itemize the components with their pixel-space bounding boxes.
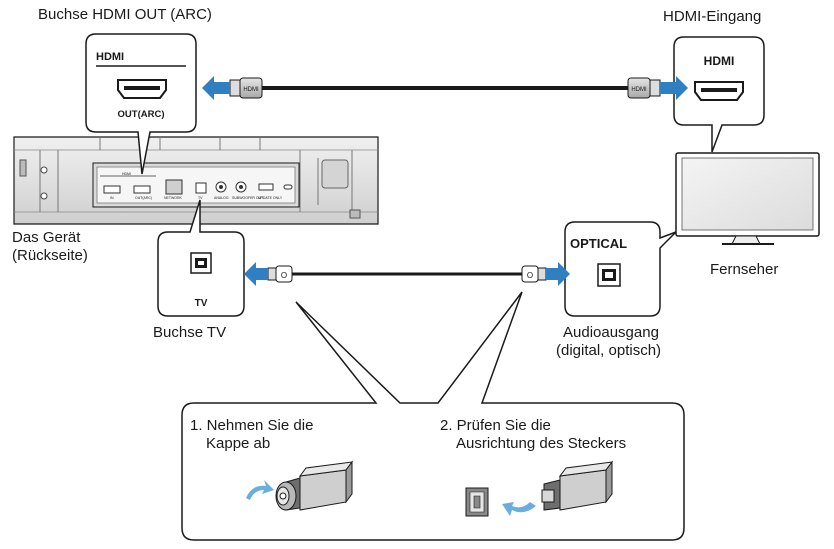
hdmi-plug-left-label: HDMI: [243, 87, 259, 93]
hdmi-out-callout: HDMI OUT(ARC): [85, 33, 197, 175]
optical-plug-left-label: O: [281, 271, 287, 280]
arrow-to-tv-jack: [244, 262, 268, 286]
tv-jack-caption: TV: [195, 298, 208, 309]
panel-label-out-arc: OUT(ARC): [135, 196, 152, 200]
device-label-line2: (Rückseite): [12, 247, 88, 264]
panel-label-tv: TV: [198, 196, 203, 200]
hdmi-cable: HDMI HDMI: [229, 77, 661, 99]
hdmi-input-callout: HDMI: [673, 36, 765, 153]
hdmi-input-label: HDMI-Eingang: [663, 8, 762, 25]
optical-callout: OPTICAL: [564, 221, 677, 317]
step2-line1: 2. Prüfen Sie die: [440, 417, 551, 434]
audio-output-label-line1: Audioausgang: [563, 324, 659, 341]
hdmi-out-arc-jack-label: Buchse HDMI OUT (ARC): [38, 6, 212, 23]
arrow-to-hdmi-out: [202, 76, 230, 100]
device-label-line1: Das Gerät: [12, 229, 81, 246]
tv-label: Fernseher: [710, 261, 779, 278]
panel-label-subwoofer-out: SUBWOOFER OUT: [232, 196, 264, 200]
hdmi-input-header: HDMI: [704, 54, 735, 68]
optical-cable: O O: [267, 265, 547, 283]
arrow-to-hdmi-input: [660, 76, 688, 100]
panel-label-in: IN: [110, 196, 114, 200]
tv-jack-label: Buchse TV: [153, 324, 227, 341]
device-rear-panel: HDMI IN OUT(ARC) NETWORK TV ANALOG SUBWO…: [13, 136, 379, 225]
hdmi-out-header: HDMI: [96, 51, 124, 63]
step1-line2: Kappe ab: [206, 435, 271, 452]
optical-header: OPTICAL: [570, 236, 627, 251]
step1-line1: 1. Nehmen Sie die: [190, 417, 314, 434]
arrow-to-optical-output: [546, 262, 570, 286]
television: [675, 152, 820, 245]
step2-illustration: [465, 460, 614, 517]
panel-label-hdmi: HDMI: [122, 172, 131, 176]
tv-jack-callout: TV: [157, 199, 245, 317]
hdmi-plug-right-label: HDMI: [631, 87, 647, 93]
step1-illustration: [246, 460, 354, 511]
step2-line2: Ausrichtung des Steckers: [456, 435, 627, 452]
optical-plug-right-label: O: [527, 271, 533, 280]
audio-output-label-line2: (digital, optisch): [556, 342, 662, 359]
panel-label-network: NETWORK: [164, 196, 183, 200]
hdmi-out-caption: OUT(ARC): [118, 109, 165, 120]
panel-label-analog: ANALOG: [214, 196, 229, 200]
panel-label-update-only: UPDATE ONLY: [258, 196, 283, 200]
